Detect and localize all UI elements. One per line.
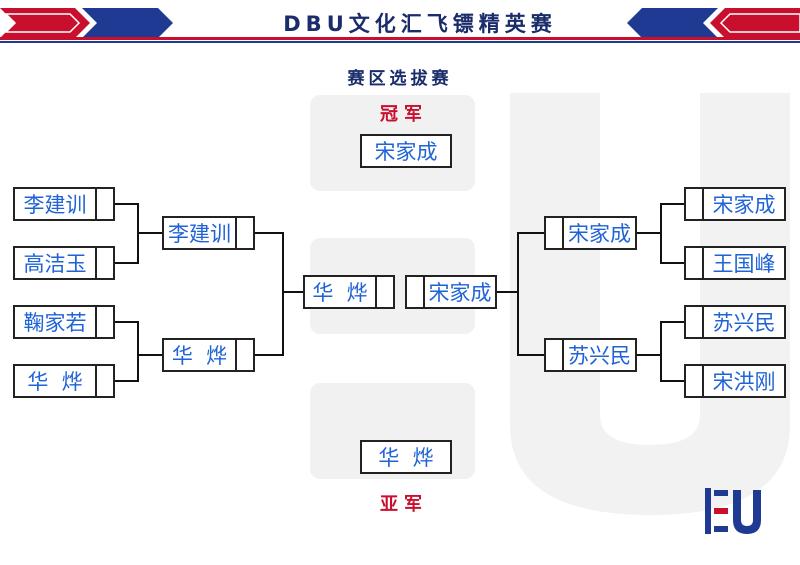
- score-cell: [686, 366, 704, 396]
- left-r1-player-2: 高洁玉: [13, 246, 115, 280]
- runnerup-name: 华 烨: [378, 446, 434, 470]
- score-cell: [95, 366, 113, 396]
- page-title: DBU文化汇飞镖精英赛: [283, 12, 557, 36]
- header-blue-rule: [0, 41, 800, 43]
- left-semi-player-1: 李建训: [162, 216, 255, 250]
- score-cell: [95, 307, 113, 337]
- header-right-chevrons: [627, 8, 800, 38]
- score-cell: [235, 218, 253, 248]
- champion-label: 冠军: [380, 104, 428, 125]
- champion-name: 宋家成: [374, 140, 438, 164]
- score-cell: [546, 340, 564, 370]
- score-cell: [235, 340, 253, 370]
- score-cell: [686, 307, 704, 337]
- score-cell: [686, 248, 704, 278]
- score-cell: [95, 189, 113, 219]
- right-final-player: 宋家成: [405, 275, 497, 309]
- header-left-chevrons: [0, 8, 173, 38]
- score-cell: [546, 218, 564, 248]
- champion-box: 宋家成: [360, 134, 452, 168]
- page-subtitle: 赛区选拔赛: [347, 69, 453, 89]
- left-r1-player-1: 李建训: [13, 187, 115, 221]
- runnerup-box: 华 烨: [360, 440, 452, 474]
- right-semi-player-1: 宋家成: [544, 216, 637, 250]
- score-cell: [686, 189, 704, 219]
- left-r1-player-4: 华 烨: [13, 364, 115, 398]
- dbu-logo-icon: [705, 488, 761, 534]
- score-cell: [95, 248, 113, 278]
- left-r1-player-3: 鞠家若: [13, 305, 115, 339]
- right-r1-player-4: 宋洪刚: [684, 364, 786, 398]
- header-red-rule: [0, 37, 800, 40]
- left-final-player: 华 烨: [303, 275, 395, 309]
- runnerup-label: 亚军: [380, 494, 428, 515]
- score-cell: [407, 277, 425, 307]
- right-r1-player-1: 宋家成: [684, 187, 786, 221]
- left-semi-player-2: 华 烨: [162, 338, 255, 372]
- right-r1-player-2: 王国峰: [684, 246, 786, 280]
- score-cell: [375, 277, 393, 307]
- right-r1-player-3: 苏兴民: [684, 305, 786, 339]
- right-semi-player-2: 苏兴民: [544, 338, 637, 372]
